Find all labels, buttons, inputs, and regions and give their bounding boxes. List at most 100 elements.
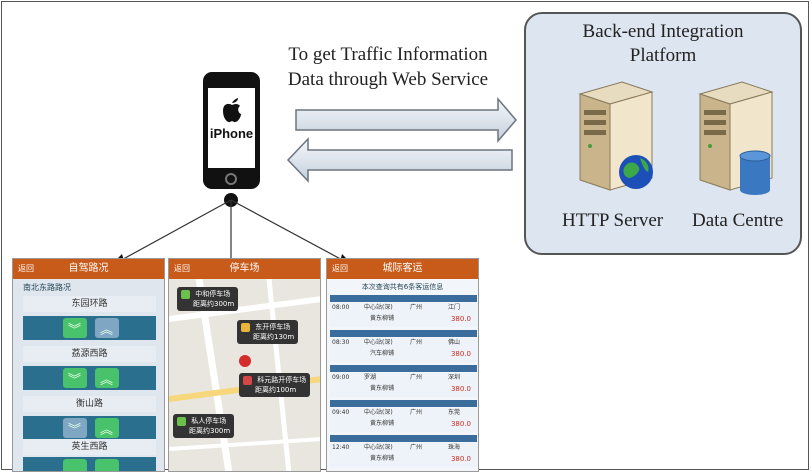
app-screen-traffic: 返回 自驾路况 南北东路路况 东园环路 ︾ ︽ 荔源西路 ︾ ︽ 衡山路 ︾ ︽…	[12, 258, 165, 472]
parking-icon	[241, 322, 250, 332]
parking-name: 东开停车场	[255, 323, 291, 331]
platform-title: Back-end Integration Platform	[526, 20, 800, 68]
ticket-price: 380.0	[450, 350, 471, 358]
back-button: 返回	[18, 264, 34, 273]
table-header-strip	[330, 330, 477, 337]
departure-time: 08:30	[332, 339, 350, 346]
origin-station: 中心站(深)	[364, 409, 393, 416]
destination-city: 广州	[410, 304, 423, 311]
parking-distance: 距离约300m	[193, 300, 235, 308]
chevron-up-icon: ︽	[100, 373, 114, 388]
ticket-price: 380.0	[450, 420, 471, 428]
departure-station: 黄东柳铺	[370, 455, 395, 462]
screen-title-bar: 返回 自驾路况	[13, 259, 164, 279]
parking-icon	[181, 289, 190, 299]
platform-title-line1: Back-end Integration	[582, 21, 744, 42]
ticket-price: 380.0	[450, 455, 471, 463]
chevron-down-icon: ︾	[68, 373, 82, 388]
parking-icon	[243, 375, 252, 385]
departure-station: 汽车柳铺	[370, 350, 395, 357]
parking-name: 私人停车场	[191, 417, 227, 425]
parking-icon	[177, 416, 186, 426]
traffic-status-bar: ︾ ︽	[23, 366, 156, 390]
table-header-strip	[330, 400, 477, 407]
ticket-price: 380.0	[450, 385, 471, 393]
chevron-up-icon: ︽	[100, 423, 114, 438]
route-destination: 深圳	[448, 374, 461, 381]
screen-title: 城际客运	[382, 263, 423, 274]
apple-logo-icon	[223, 98, 241, 123]
road-label: 东园环路	[23, 296, 156, 312]
parking-distance: 距离约130m	[253, 333, 295, 341]
screen-subheader: 南北东路路况	[23, 283, 71, 292]
destination-city: 广州	[410, 374, 423, 381]
departure-station: 黄东柳铺	[370, 315, 395, 322]
route-destination: 珠海	[448, 444, 461, 451]
traffic-status-bar	[23, 457, 156, 471]
departure-time: 09:40	[332, 409, 350, 416]
response-arrow	[286, 137, 513, 183]
table-header-strip	[330, 295, 477, 302]
chevron-down-icon: ︾	[68, 423, 82, 438]
server-database-icon	[698, 81, 774, 195]
connector-line-right	[230, 199, 349, 264]
road-label: 衡山路	[23, 396, 156, 412]
screen-subheader: 本次查询共有6条客运信息	[361, 283, 444, 291]
back-button: 返回	[174, 264, 190, 273]
table-row[interactable]: 12:40 中心站(深) 广州 珠海黄东柳铺 380.0	[330, 443, 477, 467]
table-header-strip	[330, 365, 477, 372]
screen-title-bar: 返回 城际客运	[327, 259, 478, 279]
parking-marker[interactable]: 东开停车场 距离约130m	[237, 320, 299, 344]
parking-distance: 距离约300m	[189, 427, 231, 435]
parking-distance: 距离约100m	[255, 386, 297, 394]
traffic-status-bar: ︾ ︽	[23, 416, 156, 440]
departure-station: 黄东柳铺	[370, 420, 395, 427]
back-button: 返回	[332, 264, 348, 273]
app-screen-parking-map: 返回 停车场 中和停车场 距离约300m 东开停车场 距离约130m 科元路开停…	[168, 258, 321, 472]
parking-marker[interactable]: 私人停车场 距离约300m	[173, 414, 235, 438]
connector-line-left	[115, 199, 232, 264]
destination-city: 广州	[410, 409, 423, 416]
table-row[interactable]: 09:40 中心站(深) 广州 东莞黄东柳铺 380.0	[330, 408, 477, 432]
departure-time: 08:00	[332, 304, 350, 311]
parking-marker[interactable]: 科元路开停车场 距离约100m	[239, 373, 311, 397]
table-header-strip	[330, 435, 477, 442]
route-destination: 江门	[448, 304, 461, 311]
platform-title-line2: Platform	[629, 45, 697, 66]
web-service-label-line2: Data through Web Service	[287, 69, 489, 90]
parking-marker[interactable]: 中和停车场 距离约300m	[177, 287, 239, 311]
data-centre-label: Data Centre	[692, 210, 784, 231]
destination-city: 广州	[410, 339, 423, 346]
screen-title: 停车场	[229, 263, 260, 274]
home-button	[225, 173, 237, 185]
iphone-brand-label: iPhone	[209, 126, 254, 141]
origin-station: 罗湖	[364, 374, 377, 381]
parking-name: 中和停车场	[195, 290, 231, 298]
server-globe-icon	[578, 81, 654, 191]
road-label: 英生西路	[23, 439, 156, 455]
traffic-status-bar: ︾ ︽	[23, 316, 156, 340]
origin-station: 中心站(深)	[364, 339, 393, 346]
departure-station: 黄东柳铺	[370, 385, 395, 392]
origin-station: 中心站(深)	[364, 444, 393, 451]
table-row[interactable]: 08:00 中心站(深) 广州 江门黄东柳铺 380.0	[330, 303, 477, 327]
chevron-down-icon: ︾	[68, 323, 82, 338]
table-row[interactable]: 08:30 中心站(深) 广州 佛山汽车柳铺 380.0	[330, 338, 477, 362]
table-row[interactable]: 09:00 罗湖 广州 深圳黄东柳铺 380.0	[330, 373, 477, 397]
chevron-up-icon: ︽	[100, 323, 114, 338]
screen-title: 自驾路况	[68, 263, 109, 274]
http-server-label: HTTP Server	[562, 210, 664, 231]
parking-name: 科元路开停车场	[257, 376, 307, 384]
request-arrow	[295, 96, 517, 144]
route-destination: 佛山	[448, 339, 461, 346]
departure-time: 09:00	[332, 374, 350, 381]
origin-station: 中心站(深)	[364, 304, 393, 311]
ticket-price: 380.0	[450, 315, 471, 323]
destination-city: 广州	[410, 444, 423, 451]
departure-time: 12:40	[332, 444, 350, 451]
web-service-label-line1: To get Traffic Information	[288, 44, 488, 65]
app-screen-coach-schedule: 返回 城际客运 本次查询共有6条客运信息 08:00 中心站(深) 广州 江门黄东柳铺…	[326, 258, 479, 472]
iphone-screen	[208, 88, 255, 168]
backend-platform: Back-end Integration Platform HTTP Serve…	[524, 12, 802, 255]
route-destination: 东莞	[448, 409, 461, 416]
